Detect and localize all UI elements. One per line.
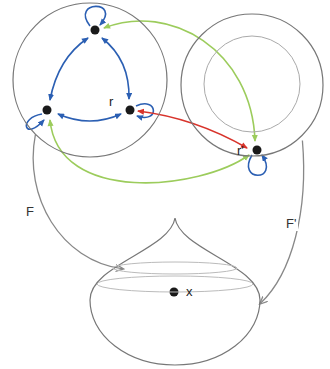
map-arrow <box>260 140 303 303</box>
state-space: r' <box>180 12 324 158</box>
target-space: x <box>88 216 262 367</box>
shape-outline <box>12 2 168 158</box>
point-label: x <box>185 284 194 299</box>
shape-outline <box>180 12 324 158</box>
point-label: r <box>108 94 114 109</box>
point-label: r' <box>236 143 245 158</box>
state-space: r <box>12 2 168 158</box>
map-label: F <box>24 204 36 219</box>
map-label: F' <box>284 216 298 231</box>
shape-outline <box>88 216 262 367</box>
